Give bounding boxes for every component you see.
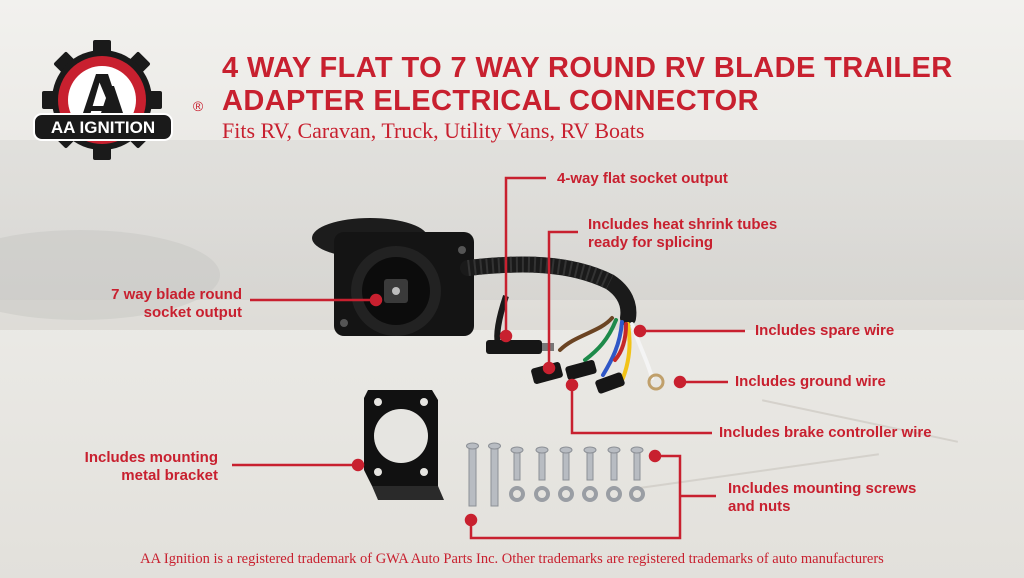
screws [466,442,644,507]
callout-brake-wire: Includes brake controller wire [719,424,932,441]
callout-round-socket-line2: socket output [143,304,242,321]
callout-round-socket-line1: 7 way blade round [111,286,242,303]
callout-heat-shrink-line2: ready for splicing [588,234,714,251]
title-line-1: 4 WAY FLAT TO 7 WAY ROUND RV BLADE TRAIL… [222,52,953,84]
callout-bracket-line2: metal bracket [121,467,218,484]
callout-bracket: Includes mounting metal bracket [60,449,218,485]
registered-mark: ® [193,98,204,114]
seven-way-socket [312,218,474,336]
page-subtitle: Fits RV, Caravan, Truck, Utility Vans, R… [222,118,645,143]
callout-screws: Includes mounting screws and nuts [728,480,916,516]
callout-screws-line2: and nuts [728,498,791,515]
callout-screws-line1: Includes mounting screws [728,480,917,497]
trademark-footer: AA Ignition is a registered trademark of… [140,551,884,567]
title-line-2: ADAPTER ELECTRICAL CONNECTOR [222,85,759,117]
mounting-bracket [364,390,444,500]
page-title: 4 WAY FLAT TO 7 WAY ROUND RV BLADE TRAIL… [222,52,953,118]
pavement [0,330,1024,578]
callout-round-socket: 7 way blade round socket output [80,286,242,322]
logo-wordmark: AA IGNITION [51,118,155,137]
callout-spare-wire: Includes spare wire [755,322,895,339]
callout-flat-socket: 4-way flat socket output [557,170,728,187]
aa-ignition-logo: AA IGNITION ® [33,40,204,160]
nuts [509,486,645,502]
callout-ground-wire: Includes ground wire [735,373,886,390]
callout-heat-shrink: Includes heat shrink tubes ready for spl… [588,216,777,252]
callout-heat-shrink-line1: Includes heat shrink tubes [588,216,778,233]
callout-bracket-line1: Includes mounting [84,449,218,466]
tire-silhouette [0,230,220,320]
